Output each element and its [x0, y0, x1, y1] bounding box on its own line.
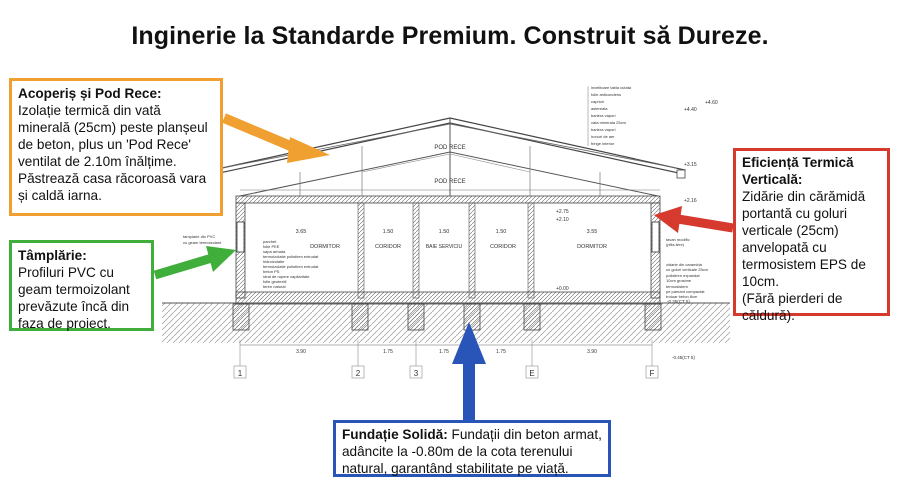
- svg-text:beton PS: beton PS: [263, 269, 280, 274]
- svg-text:invelitoare tabla cutata: invelitoare tabla cutata: [591, 85, 632, 90]
- windows-callout-body: Profiluri PVC cu geam termoizolant prevă…: [18, 265, 130, 331]
- svg-text:parchet: parchet: [263, 239, 277, 244]
- svg-text:termosistem: termosistem: [666, 284, 688, 289]
- room-label-dormitor-right: DORMITOR: [577, 244, 607, 250]
- svg-text:+4.60: +4.60: [705, 100, 718, 106]
- svg-text:tavan modific: tavan modific: [666, 237, 690, 242]
- room-label-coridor-right: CORIDOR: [490, 244, 516, 250]
- right-wall-notes: tavan modific (pilla-fere) zidarie din c…: [666, 237, 709, 299]
- window-arrow: [153, 246, 236, 280]
- svg-text:+2.10: +2.10: [556, 217, 569, 223]
- left-note-2: cu geam termoizolant: [183, 240, 222, 245]
- level-marks: +4.60 +4.40 +3.15 +2.75 +2.16 +2.10 +0.0…: [556, 100, 718, 360]
- room-label-dormitor-left: DORMITOR: [310, 244, 340, 250]
- foundation-5: [523, 303, 541, 331]
- svg-text:zidarie din caramida: zidarie din caramida: [666, 262, 703, 267]
- bottom-dimensions: 3.90 1.75 1.75 1.75 3.90: [296, 349, 597, 355]
- svg-text:sapa armata: sapa armata: [263, 249, 286, 254]
- svg-text:folie PEE: folie PEE: [263, 244, 280, 249]
- svg-text:-0.45(CT 5): -0.45(CT 5): [672, 355, 695, 360]
- svg-text:strat de rupere capilaritate: strat de rupere capilaritate: [263, 274, 310, 279]
- svg-text:teren natural: teren natural: [263, 284, 286, 289]
- svg-text:3.90: 3.90: [587, 349, 597, 355]
- svg-text:vata minerala 25cm: vata minerala 25cm: [591, 120, 627, 125]
- ceiling-slab: [235, 195, 661, 204]
- axis-e: E: [529, 369, 534, 378]
- svg-text:capriori: capriori: [591, 99, 604, 104]
- attic-label-upper: POD RECE: [434, 145, 465, 151]
- svg-text:hidroizolatie: hidroizolatie: [263, 259, 285, 264]
- svg-text:+4.40: +4.40: [684, 107, 697, 113]
- foundation-arrow: [452, 322, 486, 422]
- room-width-1: 3.65: [296, 229, 307, 235]
- floor-slab: [235, 291, 661, 305]
- floor-layer-notes: parchet folie PEE sapa armata termoizola…: [263, 239, 319, 289]
- svg-text:astereala: astereala: [591, 106, 608, 111]
- window-left: [236, 221, 245, 253]
- axis-1: 1: [238, 369, 243, 378]
- room-width-4: 1.50: [496, 229, 507, 235]
- svg-text:honuri de aer: honuri de aer: [591, 134, 615, 139]
- axis-2: 2: [356, 369, 361, 378]
- roof-callout: Acoperiș și Pod Rece: Izolație termică d…: [9, 78, 223, 216]
- svg-text:trotuar beton 8cm: trotuar beton 8cm: [666, 294, 698, 299]
- ground: [162, 303, 730, 343]
- roof-arrow: [222, 113, 330, 163]
- svg-text:+2.16: +2.16: [684, 198, 697, 204]
- foundation-2: [351, 303, 369, 331]
- roof-callout-body: Izolație termică din vată minerală (25cm…: [18, 103, 208, 203]
- foundation-callout: Fundație Solidă: Fundații din beton arma…: [333, 420, 611, 477]
- windows-callout-heading: Tâmplărie:: [18, 248, 87, 263]
- svg-text:10cm grosime: 10cm grosime: [666, 278, 692, 283]
- window-right: [651, 221, 660, 253]
- svg-text:3.90: 3.90: [296, 349, 306, 355]
- walls-callout-heading: Eficiență Termică Verticală:: [742, 155, 854, 187]
- svg-text:polistiren expandat: polistiren expandat: [666, 273, 700, 278]
- svg-text:1.75: 1.75: [496, 349, 506, 355]
- svg-text:termoizolatie polistiren extru: termoizolatie polistiren extrudat: [263, 264, 319, 269]
- roof-callout-heading: Acoperiș și Pod Rece:: [18, 86, 162, 101]
- foundation-callout-heading: Fundație Solidă:: [342, 427, 448, 442]
- wall-arrow: [654, 206, 734, 233]
- svg-text:pe pamant compactat: pe pamant compactat: [666, 289, 705, 294]
- walls-callout-body: Zidărie din cărămidă portantă cu goluri …: [742, 189, 866, 289]
- foundation-callout-body: Fundații din beton armat, adâncite la -0…: [342, 427, 602, 476]
- axis-3: 3: [414, 369, 419, 378]
- svg-text:(pilla-fere): (pilla-fere): [666, 242, 685, 247]
- svg-text:1.75: 1.75: [439, 349, 449, 355]
- svg-text:bariera vapori: bariera vapori: [591, 127, 616, 132]
- room-width-3: 1.50: [439, 229, 450, 235]
- svg-text:-0.35(CT 5): -0.35(CT 5): [667, 299, 690, 304]
- attic-label-lower: POD RECE: [434, 179, 465, 185]
- svg-text:bariera vapori: bariera vapori: [591, 113, 616, 118]
- room-width-5: 3.55: [587, 229, 598, 235]
- svg-text:+3.15: +3.15: [684, 162, 697, 168]
- walls-callout-note: (Fără pierderi de căldură).: [742, 291, 843, 323]
- page-title: Inginerie la Standarde Premium. Construi…: [131, 22, 769, 50]
- windows-callout: Tâmplărie: Profiluri PVC cu geam termoiz…: [9, 240, 154, 331]
- foundation-1: [232, 303, 250, 331]
- room-label-baie: BAIE SERVICIU: [426, 244, 463, 250]
- walls-callout: Eficiență Termică Verticală: Zidărie din…: [733, 148, 890, 323]
- roof-layer-notes: invelitoare tabla cutata folie anticonde…: [587, 85, 632, 146]
- room-label-coridor-left: CORIDOR: [375, 244, 401, 250]
- svg-text:cu goluri verticale 25cm: cu goluri verticale 25cm: [666, 267, 709, 272]
- svg-text:folie geotextil: folie geotextil: [263, 279, 286, 284]
- foundation-4: [463, 303, 481, 331]
- svg-text:folie anticondens: folie anticondens: [591, 92, 621, 97]
- foundation-3: [407, 303, 425, 331]
- svg-text:fringe interior: fringe interior: [591, 141, 615, 146]
- foundation-6: [644, 303, 662, 331]
- left-note-1: tamplarie din PVC: [183, 234, 215, 239]
- svg-text:+0.00: +0.00: [556, 286, 569, 292]
- axis-markers: [233, 340, 659, 379]
- room-width-2: 1.50: [383, 229, 394, 235]
- svg-text:+2.75: +2.75: [556, 209, 569, 215]
- svg-text:1.75: 1.75: [383, 349, 393, 355]
- axis-f: F: [650, 369, 655, 378]
- svg-text:termoizolatie polistiren extru: termoizolatie polistiren extrudat: [263, 254, 319, 259]
